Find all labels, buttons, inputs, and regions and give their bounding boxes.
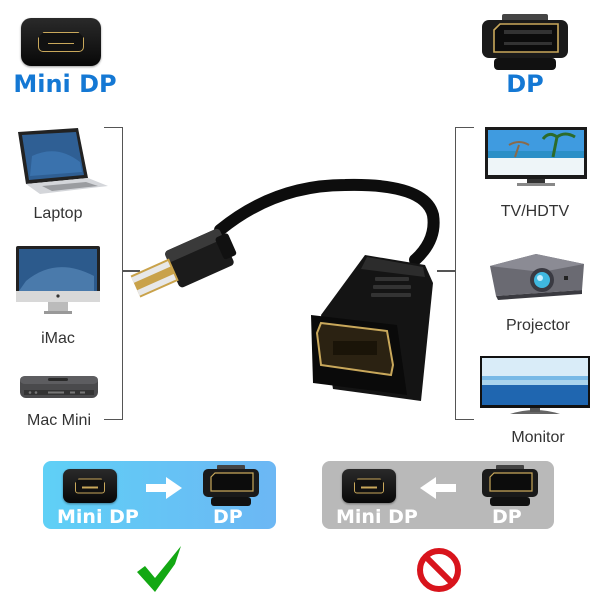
laptop-label: Laptop [33, 205, 83, 222]
mini-dp-to-dp-adapter-cable [125, 165, 460, 415]
dp-port-icon [480, 12, 570, 72]
monitor-icon [480, 356, 590, 418]
mini-dp-port-icon [63, 469, 117, 503]
mac-mini-label: Mac Mini [26, 412, 91, 429]
dp-title: DP [506, 70, 544, 98]
left-bracket-connector [122, 270, 140, 272]
dp-port-icon [480, 465, 540, 507]
right-bracket [455, 127, 474, 420]
prohibited-icon [416, 547, 462, 593]
dp-port-icon [201, 465, 261, 507]
arrow-left-icon [420, 477, 456, 499]
from-label: Mini DP [57, 506, 139, 528]
tv-label: TV/HDTV [500, 203, 570, 220]
mini-dp-title: Mini DP [13, 70, 117, 98]
to-label: DP [492, 506, 522, 528]
check-icon [137, 546, 183, 592]
laptop-icon [12, 126, 110, 196]
right-bracket-connector [437, 270, 455, 272]
imac-label: iMac [41, 330, 75, 347]
projector-icon [486, 250, 588, 302]
mini-dp-port-icon [342, 469, 396, 503]
mini-dp-port-icon [21, 18, 101, 66]
supported-direction-panel: Mini DP DP [43, 461, 276, 529]
monitor-label: Monitor [511, 429, 565, 446]
unsupported-direction-panel: Mini DP DP [322, 461, 554, 529]
arrow-right-icon [146, 477, 182, 499]
to-label: DP [213, 506, 243, 528]
imac-icon [16, 246, 100, 316]
mac-mini-icon [18, 370, 100, 402]
left-bracket [104, 127, 123, 420]
tv-icon [485, 127, 587, 189]
projector-label: Projector [505, 317, 571, 334]
from-label: Mini DP [336, 506, 418, 528]
